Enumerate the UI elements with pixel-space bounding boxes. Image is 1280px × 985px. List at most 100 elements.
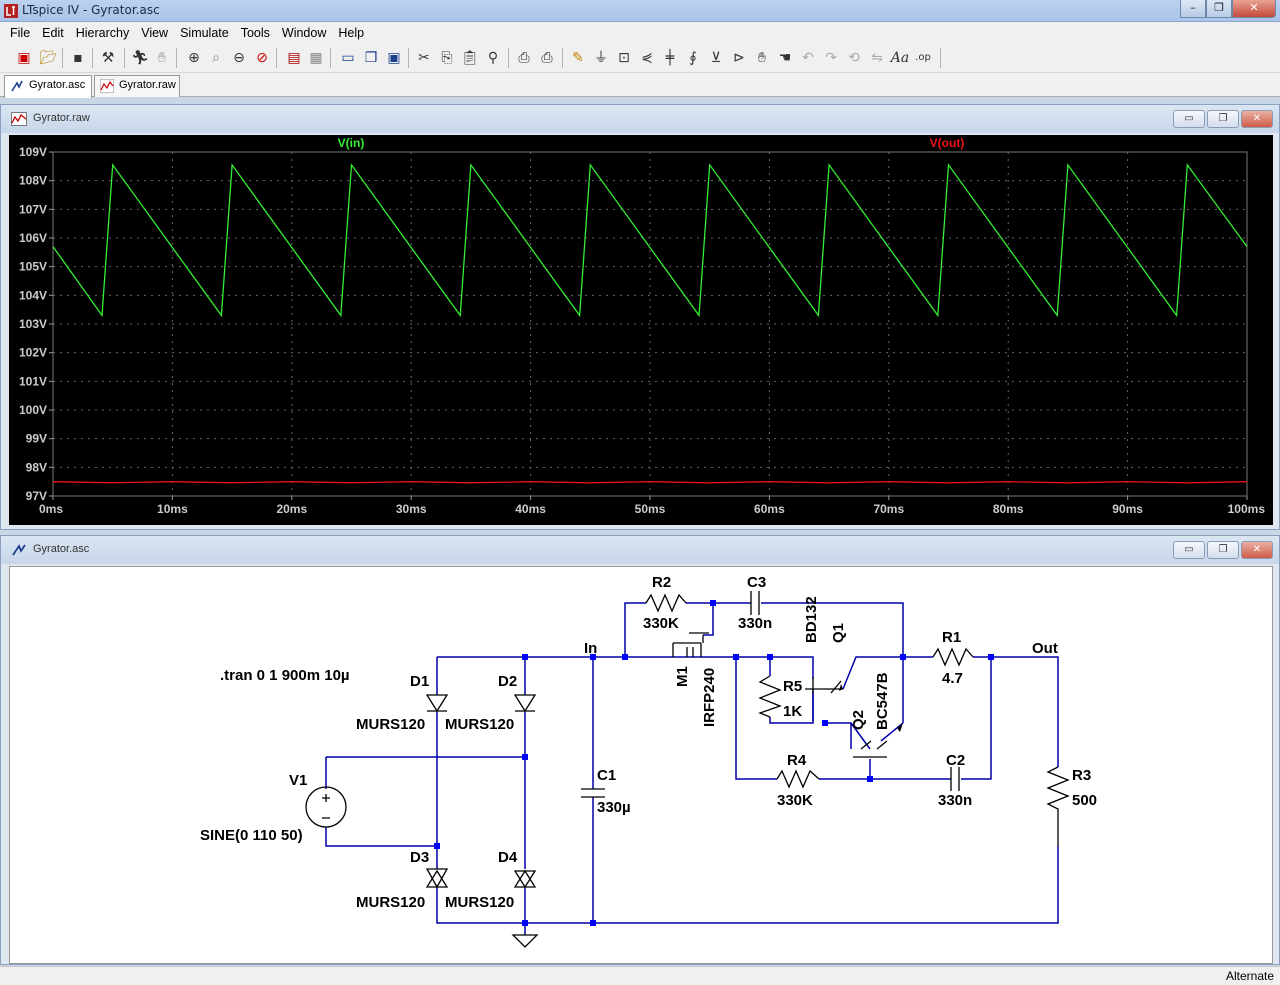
zoom-cancel-icon[interactable]: ⊘ bbox=[256, 50, 268, 66]
copy-icon[interactable]: ⎘ bbox=[441, 50, 453, 66]
r1-value[interactable]: 4.7 bbox=[942, 670, 963, 687]
r5-value[interactable]: 1K bbox=[783, 703, 802, 720]
close-button[interactable]: ✕ bbox=[1232, 0, 1276, 18]
c1-ref[interactable]: C1 bbox=[597, 767, 616, 784]
grid-icon[interactable]: ▦ bbox=[309, 50, 323, 66]
r3-ref[interactable]: R3 bbox=[1072, 767, 1091, 784]
r4-ref[interactable]: R4 bbox=[787, 752, 807, 769]
diode-icon[interactable]: ⊻ bbox=[710, 50, 722, 66]
c3-ref[interactable]: C3 bbox=[747, 574, 766, 591]
menu-edit[interactable]: Edit bbox=[42, 25, 64, 40]
schematic-canvas[interactable]: .tran 0 1 900m 10µ V1 SINE(0 110 50) D1 … bbox=[9, 566, 1273, 964]
d4-ref[interactable]: D4 bbox=[498, 849, 518, 866]
trace-v-out[interactable] bbox=[52, 481, 1248, 484]
m1-value[interactable]: IRFP240 bbox=[701, 668, 718, 727]
r3-value[interactable]: 500 bbox=[1072, 792, 1097, 809]
waveform-restore-button[interactable]: ❐ bbox=[1207, 110, 1239, 128]
c2-ref[interactable]: C2 bbox=[946, 752, 965, 769]
d4-value[interactable]: MURS120 bbox=[445, 894, 514, 911]
rotate-icon[interactable]: ⟲ bbox=[848, 50, 860, 66]
d3-ref[interactable]: D3 bbox=[410, 849, 429, 866]
undo-icon[interactable]: ↶ bbox=[802, 50, 814, 66]
pan-icon[interactable]: ✋︎ bbox=[158, 50, 166, 66]
r1-ref[interactable]: R1 bbox=[942, 629, 961, 646]
schematic-minimize-button[interactable]: ▭ bbox=[1173, 541, 1205, 559]
q2-value[interactable]: BC547B bbox=[874, 672, 891, 730]
menu-window[interactable]: Window bbox=[281, 25, 327, 40]
print-setup-icon[interactable]: ⎙ bbox=[518, 50, 530, 66]
capacitor-icon[interactable]: ╪ bbox=[665, 50, 675, 66]
r4-value[interactable]: 330K bbox=[777, 792, 813, 809]
q2-ref[interactable]: Q2 bbox=[850, 710, 867, 730]
m1-ref[interactable]: M1 bbox=[674, 666, 691, 687]
spice-directive-icon[interactable]: .op bbox=[915, 52, 931, 63]
save-icon[interactable]: ▪ bbox=[73, 50, 83, 66]
d2-ref[interactable]: D2 bbox=[498, 673, 517, 690]
open-icon[interactable]: 📂︎ bbox=[39, 50, 57, 66]
zoom-area-icon[interactable]: ⌕ bbox=[212, 50, 220, 66]
c1-value[interactable]: 330µ bbox=[597, 799, 631, 816]
q1-ref[interactable]: Q1 bbox=[830, 623, 847, 643]
zoom-in-icon[interactable]: ⊕ bbox=[188, 50, 200, 66]
wire-icon[interactable]: ✎ bbox=[572, 50, 584, 66]
trace-v-in[interactable] bbox=[52, 163, 1248, 318]
component-icon[interactable]: ⊳ bbox=[733, 50, 745, 66]
label-net-icon[interactable]: ⊡ bbox=[618, 50, 630, 66]
waveform-close-button[interactable]: ✕ bbox=[1241, 110, 1273, 128]
trace-label-v-out[interactable]: V(out) bbox=[930, 136, 965, 150]
mirror-icon[interactable]: ⇋ bbox=[871, 50, 883, 66]
c3-value[interactable]: 330n bbox=[738, 615, 772, 632]
menu-tools[interactable]: Tools bbox=[240, 25, 270, 40]
move-icon[interactable]: ✋︎ bbox=[758, 50, 766, 66]
r5-ref[interactable]: R5 bbox=[783, 678, 802, 695]
menu-view[interactable]: View bbox=[141, 25, 169, 40]
r2-ref[interactable]: R2 bbox=[652, 574, 671, 591]
waveform-minimize-button[interactable]: ▭ bbox=[1173, 110, 1205, 128]
d1-ref[interactable]: D1 bbox=[410, 673, 429, 690]
d3-value[interactable]: MURS120 bbox=[356, 894, 425, 911]
waveform-window-title-bar[interactable]: Gyrator.raw ▭ ❐ ✕ bbox=[1, 105, 1279, 133]
minimize-button[interactable]: – bbox=[1180, 0, 1206, 18]
schematic-restore-button[interactable]: ❐ bbox=[1207, 541, 1239, 559]
menu-simulate[interactable]: Simulate bbox=[180, 25, 229, 40]
schematic-drawing[interactable]: .tran 0 1 900m 10µ V1 SINE(0 110 50) D1 … bbox=[10, 567, 1272, 963]
cut-icon[interactable]: ✂ bbox=[418, 50, 430, 66]
v1-value[interactable]: SINE(0 110 50) bbox=[200, 827, 303, 844]
paste-icon[interactable]: 📋︎ bbox=[461, 50, 479, 66]
text-icon[interactable]: Aa bbox=[890, 50, 910, 66]
find-icon[interactable]: ⚲ bbox=[487, 50, 499, 66]
tile-horizontal-icon[interactable]: ▭ bbox=[341, 50, 355, 66]
run-icon[interactable]: 🏃︎ bbox=[131, 50, 149, 66]
redo-icon[interactable]: ↷ bbox=[825, 50, 837, 66]
new-schematic-icon[interactable]: ▣ bbox=[17, 50, 31, 66]
net-label-in[interactable]: In bbox=[584, 640, 597, 657]
restore-button[interactable]: ❐ bbox=[1206, 0, 1232, 18]
menu-file[interactable]: File bbox=[10, 25, 31, 40]
spice-directive[interactable]: .tran 0 1 900m 10µ bbox=[220, 667, 350, 684]
menu-help[interactable]: Help bbox=[338, 25, 365, 40]
c2-value[interactable]: 330n bbox=[938, 792, 972, 809]
zoom-out-icon[interactable]: ⊖ bbox=[233, 50, 245, 66]
net-label-out[interactable]: Out bbox=[1032, 640, 1058, 657]
cascade-icon[interactable]: ❐ bbox=[364, 50, 378, 66]
d2-value[interactable]: MURS120 bbox=[445, 716, 514, 733]
autorange-icon[interactable]: ▤ bbox=[287, 50, 301, 66]
tab-gyrator-raw[interactable]: Gyrator.raw bbox=[94, 75, 180, 97]
close-window-icon[interactable]: ▣ bbox=[387, 50, 401, 66]
drag-icon[interactable]: ☚ bbox=[778, 50, 792, 66]
schematic-close-button[interactable]: ✕ bbox=[1241, 541, 1273, 559]
r2-value[interactable]: 330K bbox=[643, 615, 679, 632]
ground-icon[interactable]: ⏚ bbox=[594, 50, 608, 66]
waveform-plot[interactable]: 109V108V107V106V105V104V103V102V101V100V… bbox=[9, 135, 1273, 525]
menu-hierarchy[interactable]: Hierarchy bbox=[75, 25, 130, 40]
v1-ref[interactable]: V1 bbox=[289, 772, 307, 789]
schematic-window-title-bar[interactable]: Gyrator.asc ▭ ❐ ✕ bbox=[1, 536, 1279, 564]
print-icon[interactable]: ⎙ bbox=[541, 50, 553, 66]
resistor-icon[interactable]: ⋞ bbox=[641, 50, 653, 66]
d1-value[interactable]: MURS120 bbox=[356, 716, 425, 733]
control-panel-icon[interactable]: ⚒ bbox=[101, 50, 115, 66]
tab-gyrator-asc[interactable]: Gyrator.asc bbox=[4, 75, 92, 98]
q1-value[interactable]: BD132 bbox=[803, 596, 820, 643]
inductor-icon[interactable]: ∮ bbox=[689, 50, 697, 66]
